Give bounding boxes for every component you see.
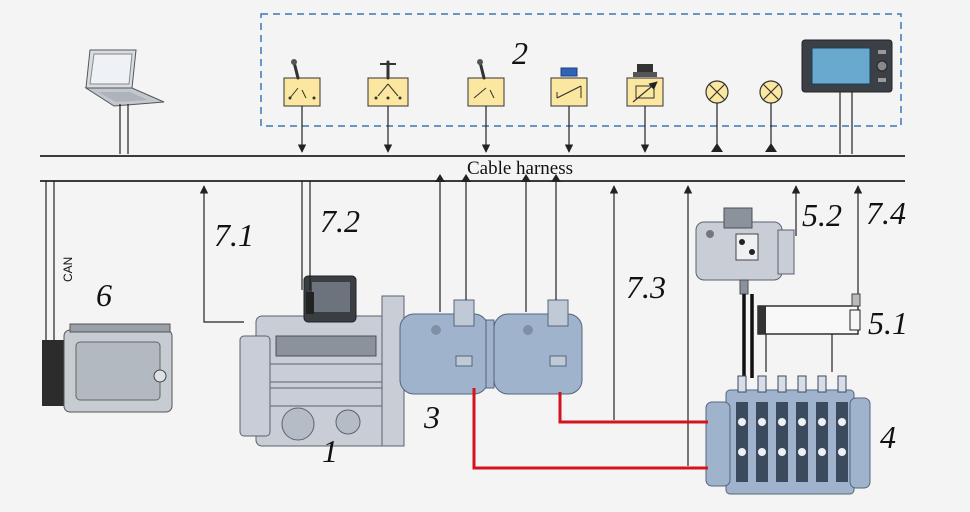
potentiometer-icon (627, 64, 663, 106)
can-label: CAN (61, 257, 75, 282)
label-ecu: 6 (96, 277, 112, 313)
label-signal-7-2: 7.2 (320, 203, 360, 239)
hydraulic-cylinder (758, 294, 860, 334)
hydraulic-lines (474, 388, 708, 468)
selector-switch-icon (368, 62, 408, 106)
ecu-unit (42, 324, 172, 412)
label-signal-7-1: 7.1 (214, 217, 254, 253)
hydraulic-pumps (400, 300, 582, 394)
hydraulic-motor (696, 208, 794, 294)
pushbutton-icon (551, 68, 587, 106)
indicator-lamp-icon (760, 81, 782, 103)
toggle-switch-icon (284, 59, 320, 106)
control-valve-block (706, 376, 870, 494)
label-valve-block: 4 (880, 419, 896, 455)
label-signal-7-3: 7.3 (626, 269, 666, 305)
label-cylinder: 5.1 (868, 305, 908, 341)
display-monitor-icon (802, 40, 892, 92)
label-control-panel: 2 (512, 35, 528, 71)
label-engine: 1 (322, 433, 338, 469)
indicator-lamp-icon (706, 81, 728, 103)
diesel-engine (240, 276, 404, 446)
motor-hoses (744, 294, 752, 378)
toggle-switch-icon (468, 59, 504, 106)
label-signal-7-4: 7.4 (866, 195, 906, 231)
laptop-icon (86, 50, 164, 106)
pump-wires (435, 174, 561, 312)
can-cable (46, 181, 54, 340)
label-motor: 5.2 (802, 197, 842, 233)
label-pumps: 3 (423, 399, 440, 435)
